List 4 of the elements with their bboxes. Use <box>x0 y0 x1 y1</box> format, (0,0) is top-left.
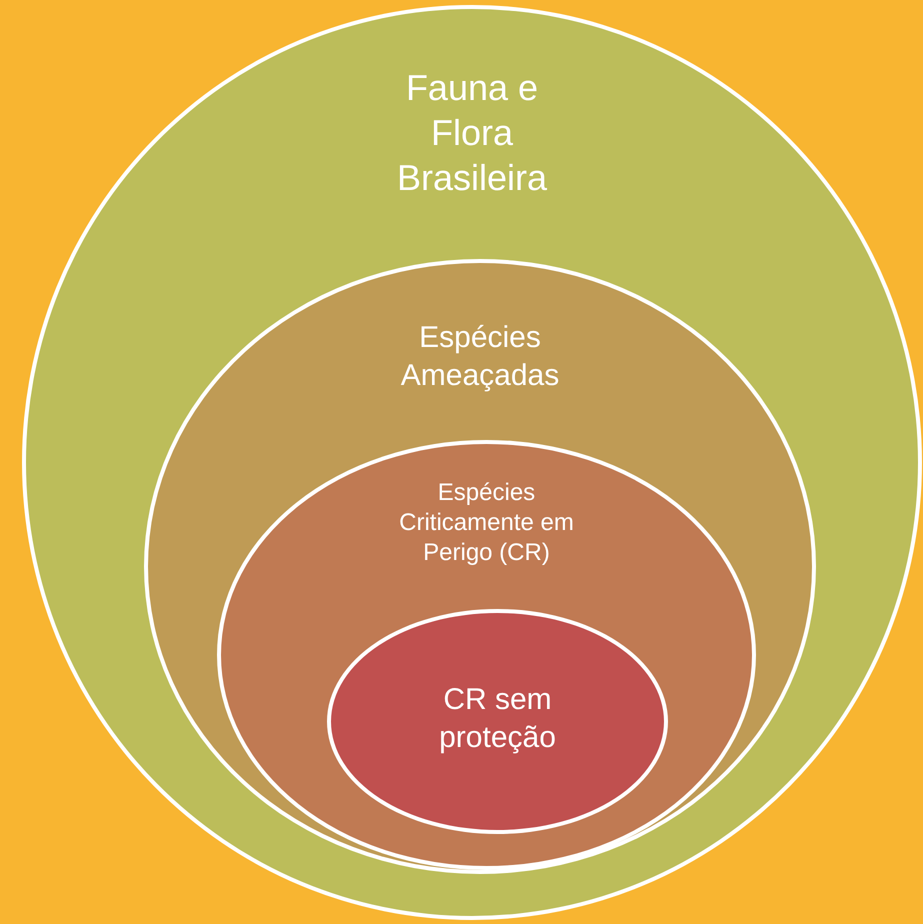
region-label: Espécies Criticamente em Perigo (CR) <box>398 478 575 568</box>
region-label: Espécies Ameaçadas <box>400 320 560 394</box>
region-label: Fauna e Flora Brasileira <box>396 66 548 200</box>
region-label: CR sem proteção <box>438 682 557 756</box>
